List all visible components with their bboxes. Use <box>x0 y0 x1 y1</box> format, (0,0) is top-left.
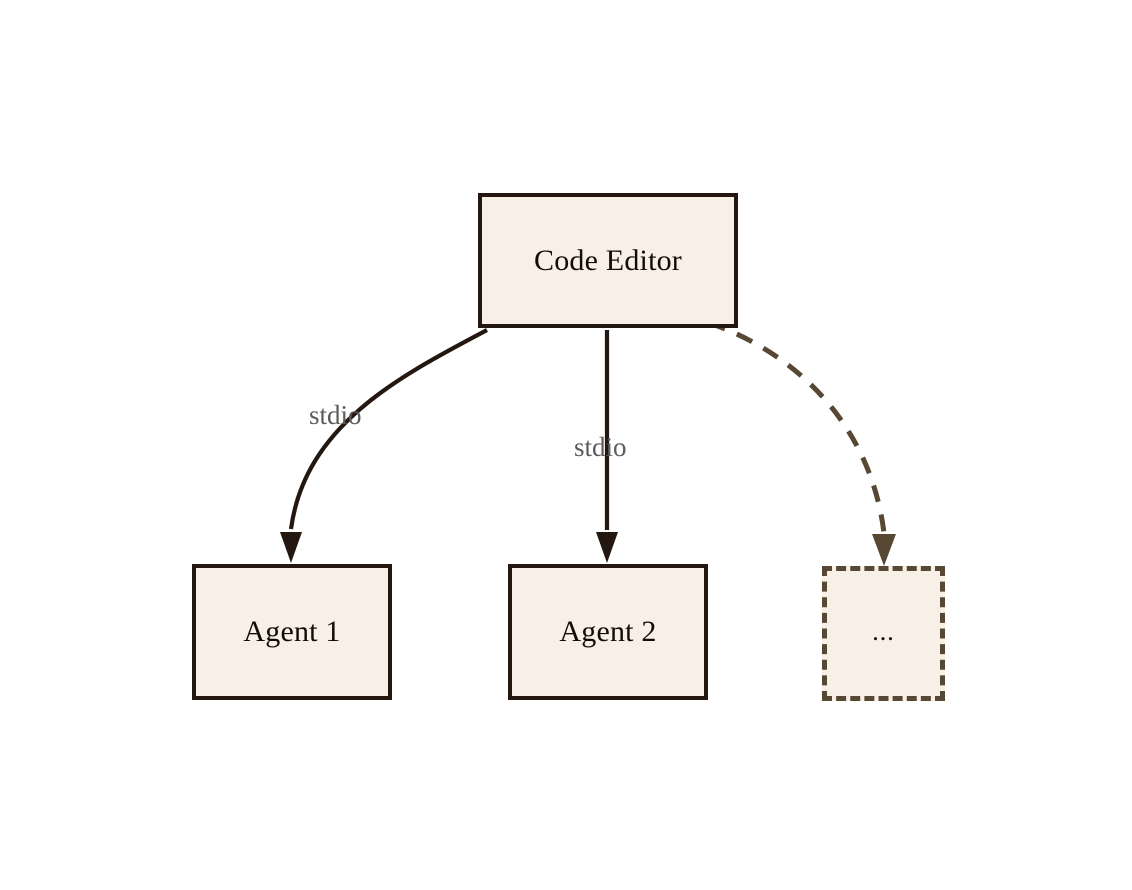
node-ellipsis-placeholder[interactable]: ... <box>822 566 945 701</box>
edge-code-editor-ellipsis <box>708 320 896 566</box>
edge-code-editor-ellipsis-line <box>708 320 887 534</box>
node-code-editor-label: Code Editor <box>533 243 682 277</box>
edge-code-editor-ellipsis-arrowhead <box>872 534 896 566</box>
node-agent-1[interactable]: Agent 1 <box>192 564 392 700</box>
edge-code-editor-agent-1-arrowhead <box>280 532 302 563</box>
edge-code-editor-agent-1-line <box>288 328 488 530</box>
edge-label-stdio-agent-2: stdio <box>574 432 627 462</box>
edge-code-editor-agent-1 <box>280 328 488 563</box>
edge-label-stdio-agent-1: stdio <box>309 400 362 430</box>
node-agent-1-label: Agent 1 <box>243 615 341 648</box>
node-code-editor[interactable]: Code Editor <box>478 193 738 328</box>
node-agent-2[interactable]: Agent 2 <box>508 564 708 700</box>
edge-code-editor-agent-2 <box>596 330 618 563</box>
node-ellipsis-label: ... <box>872 616 895 646</box>
edge-code-editor-agent-2-arrowhead <box>596 532 618 563</box>
node-agent-2-label: Agent 2 <box>559 615 657 648</box>
